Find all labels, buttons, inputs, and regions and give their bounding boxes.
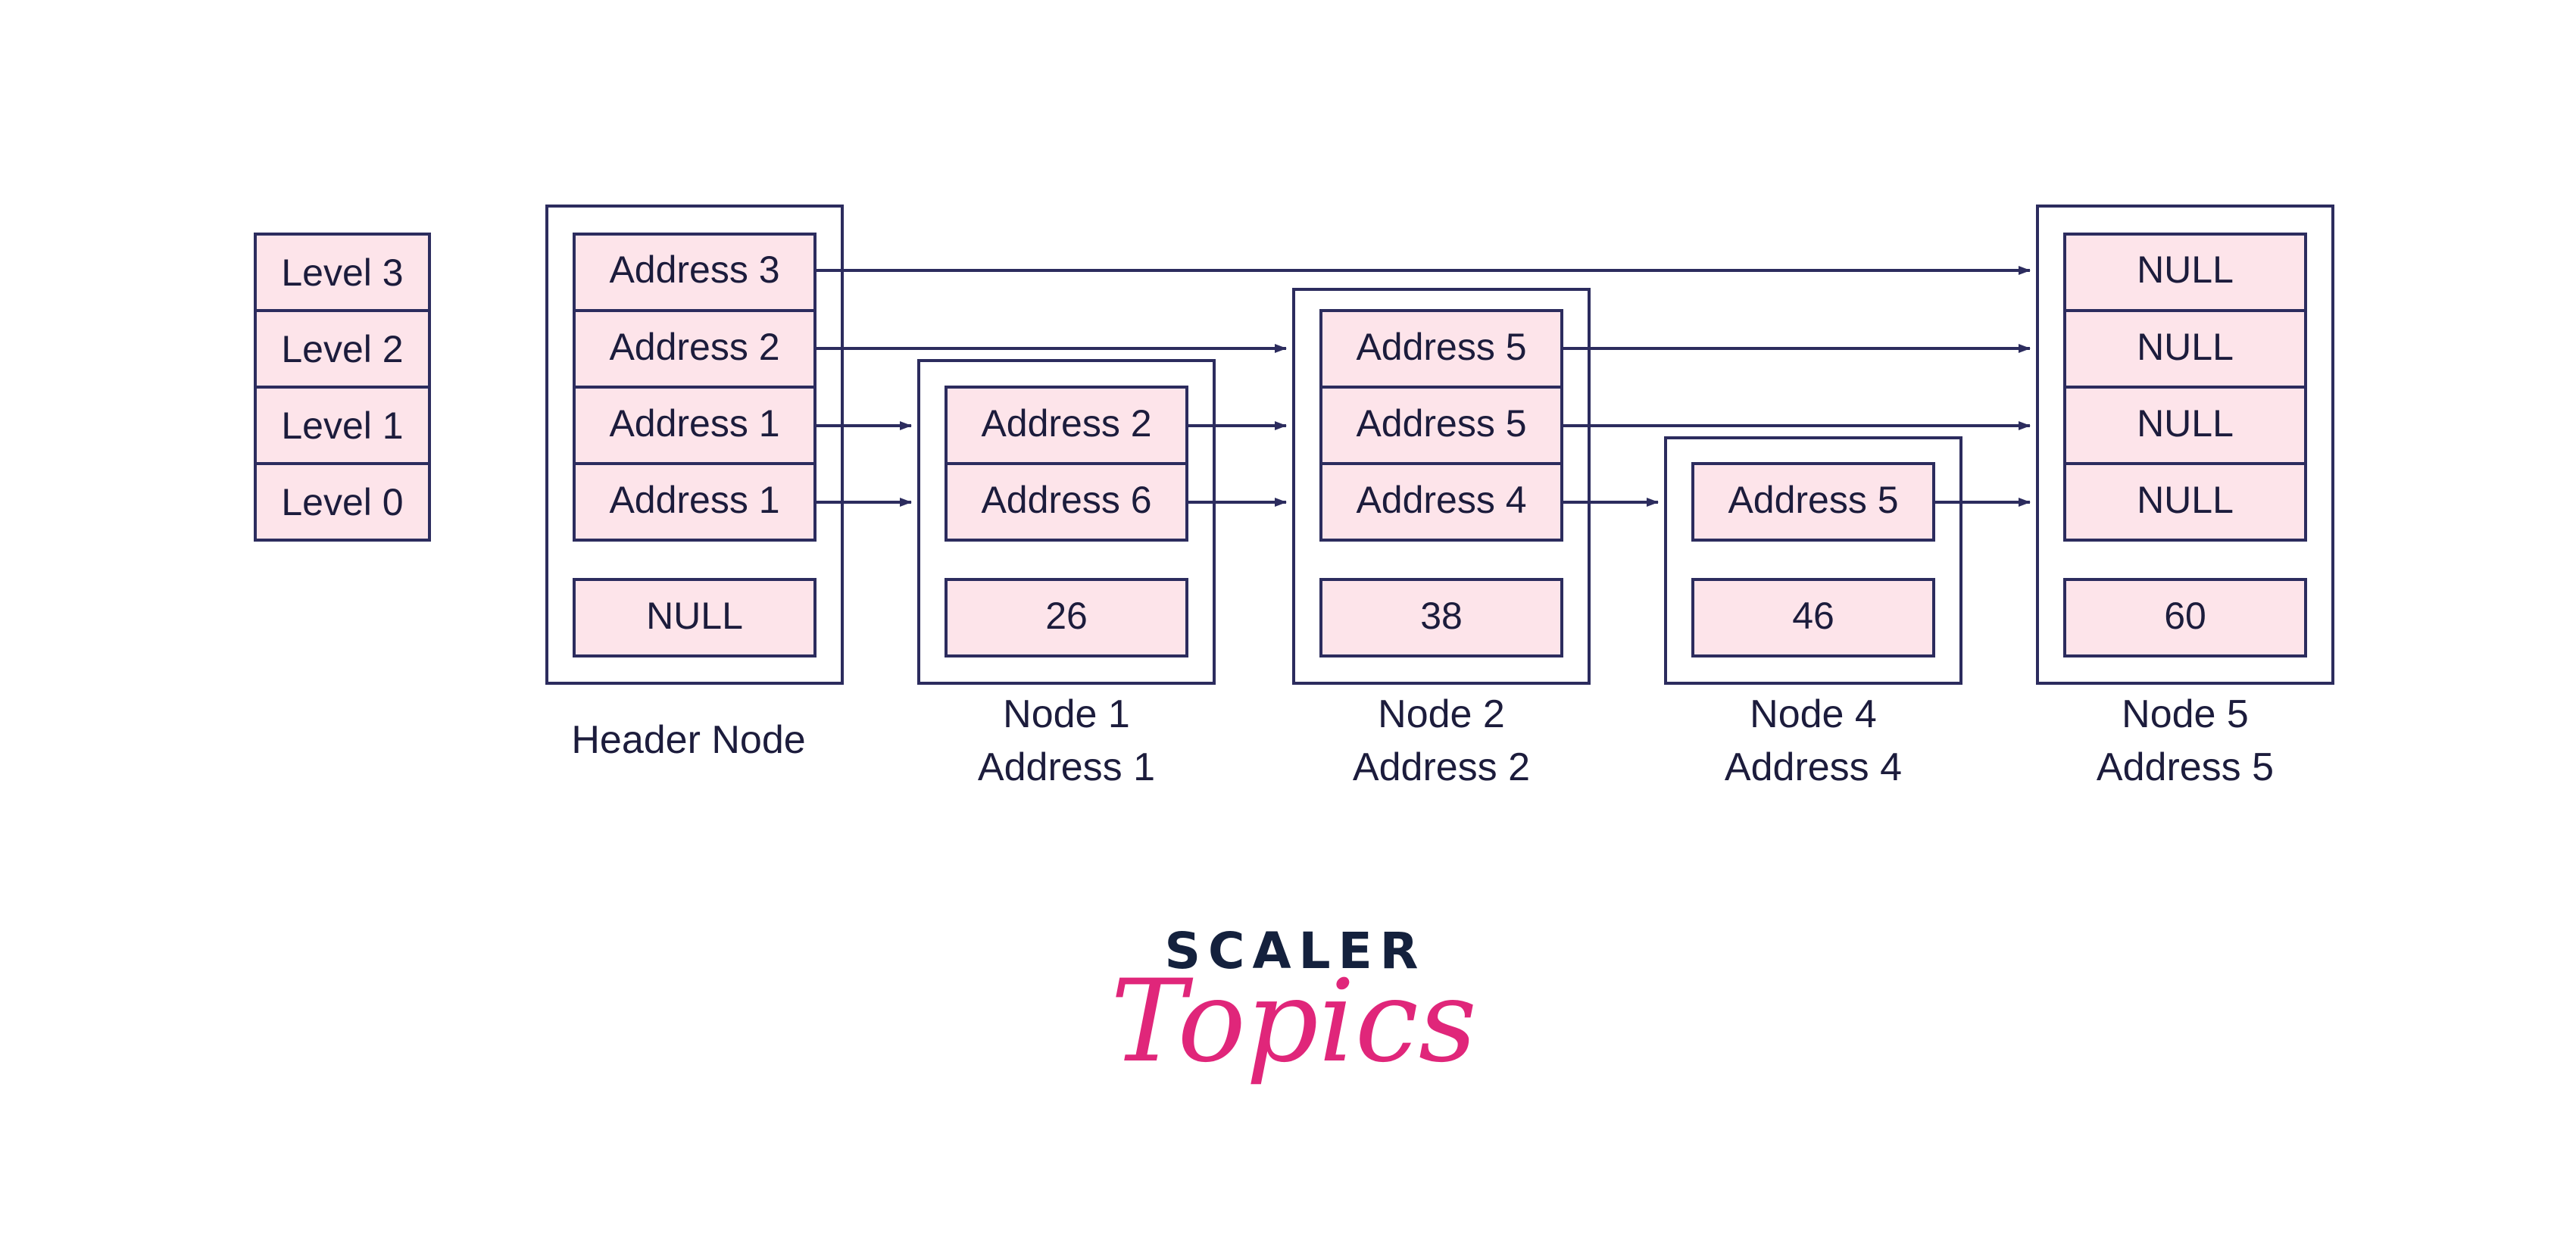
node-2-pointer-level-1-text: Address 5: [1356, 402, 1526, 445]
node-2-value-text: 38: [1420, 595, 1463, 637]
node-4-caption-name: Node 4: [1750, 692, 1877, 736]
node-2: Address 5 Address 5 Address 4 38 Node 2 …: [1292, 288, 1591, 789]
node-5-pointer-level-1-text: NULL: [2137, 402, 2234, 445]
node-1-pointer-level-0-text: Address 6: [981, 479, 1151, 521]
logo-product-text: Topics: [1110, 956, 1477, 1088]
header-pointer-level-1: [573, 386, 817, 465]
node-5-value-cell: [2063, 578, 2307, 657]
level-1-label: Level 1: [281, 404, 403, 447]
header-pointer-level-1-text: Address 1: [609, 402, 779, 445]
node-5-value-text: 60: [2164, 595, 2206, 637]
node-4-caption-address: Address 4: [1725, 745, 1902, 789]
node-2-pointer-level-0-text: Address 4: [1356, 479, 1526, 521]
node-5-pointer-level-3-text: NULL: [2137, 248, 2234, 291]
node-5-pointer-level-0: [2063, 462, 2307, 542]
level-legend: Level 3 Level 2 Level 1 Level 0: [254, 233, 431, 542]
node-4-frame: [1664, 436, 1962, 685]
node-2-pointer-level-1: [1319, 386, 1563, 465]
node-5-pointer-level-2: [2063, 309, 2307, 389]
header-value-cell: [573, 578, 817, 657]
node-4: Address 5 46 Node 4 Address 4: [1664, 436, 1962, 789]
node-5-frame: [2036, 205, 2334, 685]
header-value-text: NULL: [646, 595, 743, 637]
logo-brand-text: SCALER: [1164, 922, 1425, 980]
level-0-cell: [254, 462, 431, 542]
node-4-pointer-level-0-text: Address 5: [1728, 479, 1898, 521]
node-1-value-cell: [945, 578, 1188, 657]
level-3-label: Level 3: [281, 251, 403, 294]
header-pointer-level-2-text: Address 2: [609, 326, 779, 368]
node-2-caption-name: Node 2: [1378, 692, 1505, 736]
scaler-topics-logo: SCALER Topics: [1110, 922, 1477, 1088]
header-node-caption: Header Node: [571, 718, 805, 762]
node-5-pointer-level-2-text: NULL: [2137, 326, 2234, 368]
node-4-value-text: 46: [1792, 595, 1834, 637]
header-pointer-level-2: [573, 309, 817, 389]
node-5-pointer-level-0-text: NULL: [2137, 479, 2234, 521]
header-node: Address 3 Address 2 Address 1 Address 1 …: [545, 205, 844, 762]
pointer-arrows: [815, 266, 2031, 507]
node-2-pointer-level-2-text: Address 5: [1356, 326, 1526, 368]
node-5-caption-address: Address 5: [2097, 745, 2274, 789]
node-1-frame: [917, 359, 1216, 685]
node-5-pointer-level-1: [2063, 386, 2307, 465]
header-pointer-level-3-text: Address 3: [609, 248, 779, 291]
level-3-cell: [254, 233, 431, 312]
node-5: NULL NULL NULL NULL 60 Node 5 Address 5: [2036, 205, 2334, 789]
node-1: Address 2 Address 6 26 Node 1 Address 1: [917, 359, 1216, 789]
node-1-caption-name: Node 1: [1003, 692, 1130, 736]
node-2-frame: [1292, 288, 1591, 685]
node-4-value-cell: [1691, 578, 1935, 657]
level-2-cell: [254, 309, 431, 389]
header-pointer-level-0-text: Address 1: [609, 479, 779, 521]
node-5-caption-name: Node 5: [2122, 692, 2249, 736]
level-0-label: Level 0: [281, 481, 403, 523]
header-pointer-level-0: [573, 462, 817, 542]
node-1-pointer-level-1-text: Address 2: [981, 402, 1151, 445]
node-1-value-text: 26: [1045, 595, 1088, 637]
level-2-label: Level 2: [281, 328, 403, 370]
node-2-value-cell: [1319, 578, 1563, 657]
node-1-caption-address: Address 1: [978, 745, 1155, 789]
node-2-caption-address: Address 2: [1353, 745, 1530, 789]
header-node-frame: [545, 205, 844, 685]
node-4-pointer-level-0: [1691, 462, 1935, 542]
